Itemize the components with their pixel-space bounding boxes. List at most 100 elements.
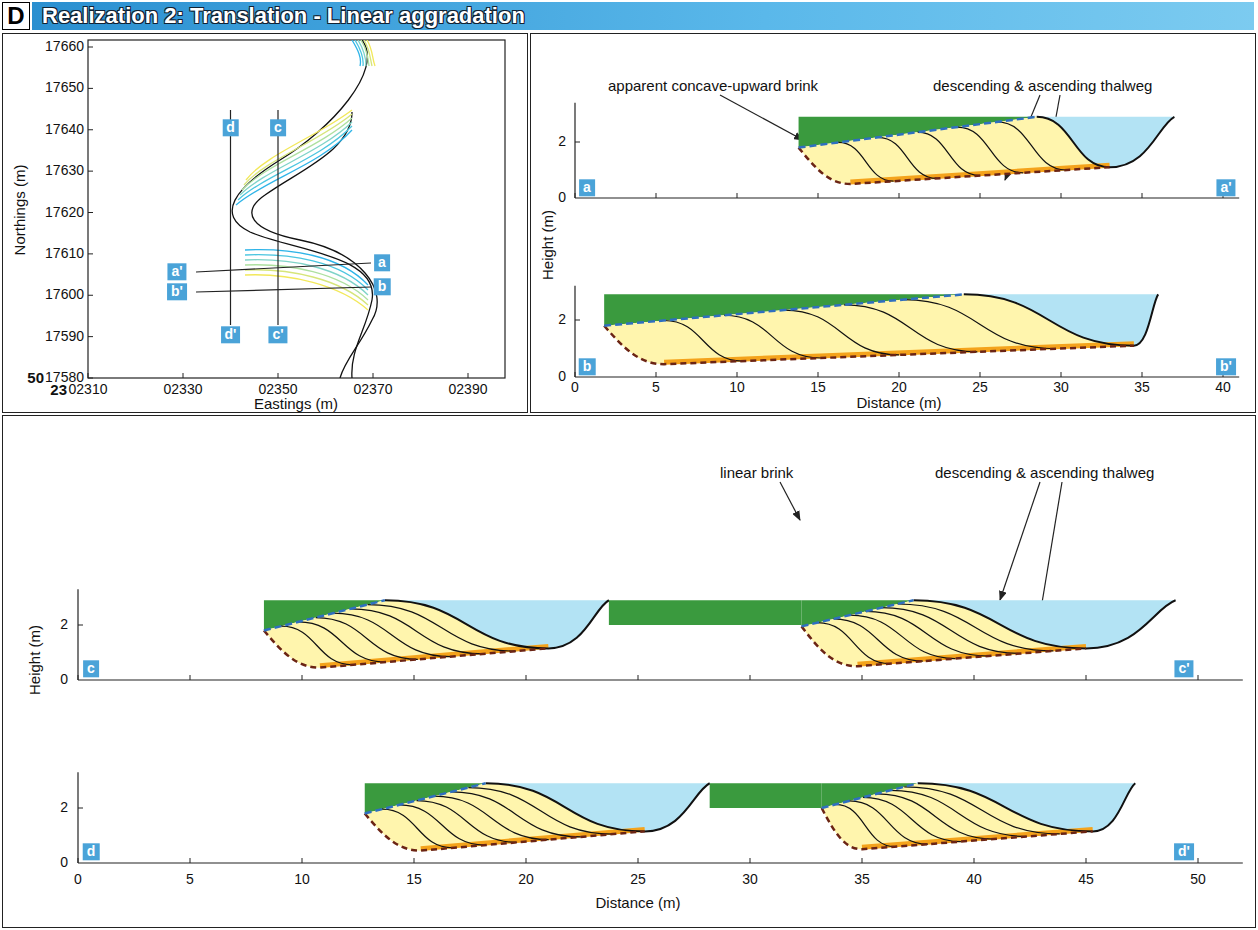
leader-arrow (780, 482, 800, 520)
brink-trajectory (802, 600, 914, 626)
tick-label: 2 (558, 312, 566, 327)
tick-mark (183, 373, 184, 378)
tick-mark (575, 320, 580, 321)
section-callout: a (579, 179, 595, 196)
tick-label: 17600 (45, 288, 84, 303)
section-line (277, 110, 278, 325)
tick-label: 35 (854, 872, 870, 887)
thalweg-trajectory (802, 626, 1086, 666)
annotation: apparent concave-upward brink (608, 78, 818, 95)
tick-mark (88, 129, 93, 130)
panel-letter: D (7, 3, 24, 29)
accretion-surface (878, 137, 937, 178)
point-bar-fill (604, 294, 1134, 364)
tick-mark (278, 373, 279, 378)
tick-mark (638, 858, 639, 863)
brink-trajectory (365, 783, 486, 813)
tick-mark (899, 193, 900, 198)
accretion-surface (724, 315, 821, 358)
section-frame (2, 415, 1256, 928)
tick-mark (88, 47, 93, 48)
figure-title: Realization 2: Translation - Linear aggr… (42, 3, 525, 29)
axis-line (78, 679, 1243, 680)
tick-mark (1086, 675, 1087, 680)
annotation: linear brink (720, 465, 793, 482)
tick-mark (88, 336, 93, 337)
tick-mark (88, 295, 93, 296)
tick-mark (88, 373, 89, 378)
tick-mark (88, 253, 93, 254)
tick-mark (88, 88, 93, 89)
tick-mark (818, 193, 819, 198)
point-bar-fill (799, 117, 1110, 184)
tick-label: 17630 (45, 163, 84, 178)
tick-mark (414, 858, 415, 863)
section-callout: d' (1174, 843, 1194, 860)
channel-bank (914, 600, 1176, 648)
scroll-bar-line (358, 40, 366, 66)
floodplain-fill (609, 600, 802, 625)
tick-label: 25 (972, 380, 988, 395)
accretion-surface (382, 809, 453, 848)
axis-line (574, 103, 575, 198)
thalweg-trajectory (604, 326, 1134, 364)
brink-trajectory (604, 294, 964, 325)
tick-label: 35 (1134, 380, 1150, 395)
axis-line (78, 862, 1243, 863)
channel-bank (385, 600, 609, 648)
section-callout: a' (1216, 179, 1235, 196)
tick-label: 40 (1215, 380, 1231, 395)
tick-label: 5 (186, 872, 194, 887)
tick-label: 2 (60, 617, 68, 632)
tick-mark (818, 372, 819, 377)
leader-arrow (720, 95, 803, 140)
leader-arrow (1040, 482, 1062, 615)
scroll-bar-line (244, 114, 352, 185)
channel-bank (252, 112, 377, 378)
tick-label: 45 (1078, 872, 1094, 887)
tick-label: 10 (729, 380, 745, 395)
tick-label: 17640 (45, 122, 84, 137)
tick-label: 0 (74, 872, 82, 887)
section-line (230, 110, 231, 325)
section-callout: c (270, 119, 286, 136)
tick-mark (414, 675, 415, 680)
section-callout: d (222, 119, 239, 136)
tick-mark (737, 372, 738, 377)
tick-label: 10 (294, 872, 310, 887)
tick-mark (88, 378, 93, 379)
tick-mark (78, 625, 83, 626)
tick-label: 0 (571, 380, 579, 395)
scroll-bar-line (364, 40, 372, 66)
section-line (196, 263, 371, 272)
axis-line (575, 376, 1239, 377)
tick-label: 02310 (69, 382, 108, 397)
tick-mark (1198, 858, 1199, 863)
thalweg-trajectory (822, 808, 1093, 849)
tick-mark (526, 675, 527, 680)
tick-label: 25 (630, 872, 646, 887)
tick-label: 50 (1190, 872, 1206, 887)
accretion-surface (904, 300, 1056, 349)
map-plan (232, 40, 377, 378)
accretion-surface (834, 619, 923, 661)
tick-label: 20 (518, 872, 534, 887)
scroll-bar-line (361, 40, 369, 66)
tick-mark (980, 372, 981, 377)
section-callout: b' (1216, 358, 1236, 375)
tick-label: 0 (558, 190, 566, 205)
coordinate-prefix: 50 (27, 370, 44, 387)
tick-mark (862, 675, 863, 680)
tick-label: 5 (652, 380, 660, 395)
point-bar-fill (802, 600, 1086, 666)
tick-mark (373, 373, 374, 378)
tick-label: 20 (891, 380, 907, 395)
tick-label: 17610 (45, 246, 84, 261)
accretion-surface (838, 142, 893, 181)
brink-trajectory (799, 117, 1037, 148)
tick-label: 0 (60, 672, 68, 687)
scroll-bar-line (352, 40, 361, 66)
tick-label: 0 (558, 369, 566, 384)
accretion-surface (350, 609, 483, 654)
thalweg-lag (320, 646, 548, 665)
